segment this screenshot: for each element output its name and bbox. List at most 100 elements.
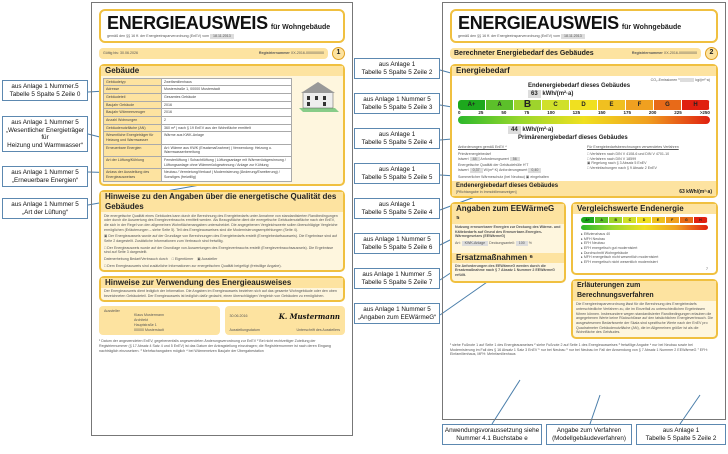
row-extra-text: nach § 19 EnEV aus der Wohnfläche ermitt…: [178, 125, 251, 130]
section-usage: Hinweise zur Verwendung des Energieauswe…: [99, 276, 345, 302]
scale-tick: 225: [674, 110, 682, 116]
valid-label: Gültig bis:: [103, 50, 119, 55]
co2-label: CO₂-Emissionen ³: [650, 77, 680, 82]
table-row: Wesentliche Energieträger für Heizung un…: [103, 131, 292, 145]
row-label: Baujahr Wärmeerzeuger: [103, 108, 162, 118]
section-notes: Hinweise zu den Angaben über die energet…: [99, 189, 345, 273]
check-consumption[interactable]: Der Energieausweis wurde auf der Grundla…: [104, 245, 334, 255]
final-energy-sub: [Pflichtangabe in Immobilienanzeigen]: [456, 190, 517, 195]
class-Aplus: A+: [458, 100, 486, 111]
compare-item: ▸ EFH Neubau: [581, 241, 605, 246]
eew-art-value: KWK-Anlage: [461, 241, 489, 246]
callout-line: Tabelle 5 Spalte 5 Zeile 5: [361, 173, 433, 181]
callout-line: aus Anlage 1: [378, 131, 416, 138]
primary-req-label: Primärenergiebedarf: [458, 152, 491, 157]
class-D: D: [637, 217, 652, 224]
compare-item: ▸ MFH energetisch nicht wesentlich moder…: [581, 255, 659, 260]
annotation-callout: Angabe zum Verfahren(Modellgebäudeverfah…: [546, 424, 632, 446]
heat-protection-kept[interactable]: eingehalten: [530, 174, 549, 179]
ersatz-text: Die Anforderungen des EEWärmeG werden du…: [455, 263, 555, 278]
eew-share-value: 100: [515, 241, 528, 246]
explain-heading: Erläuterungen zum Berechnungsverfahren: [573, 281, 716, 302]
compare-item: ▸ EFH energetisch gut modernisiert: [581, 246, 638, 251]
reg-label: Registriernummer: [258, 50, 290, 55]
req-label: Anforderungswert: [480, 156, 509, 161]
primary-energy-label: Primärenergiebedarf dieses Gebäudes: [518, 135, 628, 142]
callout-line: (Modellgebäudeverfahren): [552, 434, 626, 442]
issuer-option[interactable]: Aussteller: [201, 257, 218, 262]
scale-tick: 25: [478, 110, 484, 116]
owner-option[interactable]: Eigentümer: [174, 257, 194, 262]
callout-line: aus Anlage 1 Nummer 5: [363, 306, 431, 313]
compare-item: ▸ Effizienzhaus 40: [581, 232, 611, 237]
annotation-callout: aus Anlage 1 Nummer 5„Wesentlicher Energ…: [2, 116, 88, 153]
class-G: G: [654, 100, 682, 111]
section-usage-heading: Hinweise zur Verwendung des Energieauswe…: [101, 278, 343, 289]
compare-item: ▸ EFH energetisch nicht wesentlich moder…: [581, 260, 658, 265]
usage-text: Der Energieausweis dient lediglich der I…: [104, 289, 337, 299]
scale-tick: 75: [524, 110, 530, 116]
compare-item: ▸ Durchschnitt Wohngebäude: [581, 250, 629, 255]
class-A: A: [486, 100, 514, 111]
method-4108[interactable]: Verfahren nach DIN V 4108-6 und DIN V 47…: [590, 152, 670, 157]
method-3-5[interactable]: Regelung nach § 3 Absatz 5 EnEV: [591, 161, 647, 166]
scale-tick: >250: [699, 110, 710, 116]
callout-line: Tabelle 5 Spalte 5 Zeile 0: [9, 90, 81, 98]
scale-tick: 50: [501, 110, 507, 116]
class-F: F: [626, 100, 654, 111]
issue-date: 30.06.2016: [229, 314, 248, 319]
check-demand[interactable]: Der Energieausweis wurde auf der Grundla…: [104, 234, 337, 244]
callout-line: aus Anlage 1 Nummer 5: [363, 236, 431, 243]
reg-value-2: XX-2016-000000000: [663, 50, 697, 55]
table-row: Anlass der Ausstellung des Energieauswei…: [103, 168, 292, 182]
method-18599[interactable]: Verfahren nach DIN V 18599: [590, 156, 637, 161]
issuer-line: Hauptstraße 1: [134, 322, 157, 327]
page2-heading: Berechneter Energiebedarf des Gebäudes: [454, 49, 594, 57]
check-additional[interactable]: Dem Energieausweis sind zusätzliche Info…: [107, 263, 282, 268]
row-value: 2016: [161, 108, 292, 118]
callout-line: aus Anlage 1 Nummer.5: [11, 83, 79, 90]
row-value: 2016: [161, 100, 292, 110]
issuer-label: Aussteller: [104, 308, 120, 313]
callout-line: Anwendungsvoraussetzung siehe: [444, 427, 540, 434]
footnotes-page2: ¹ siehe Fußnote 1 auf Seite 1 des Energi…: [450, 343, 708, 357]
class-A: A: [595, 217, 610, 224]
row-value: Art: Wärme aus KWK (Ersatzmaßnahme) | Ve…: [161, 143, 292, 158]
row-value-text: 2016: [164, 102, 172, 107]
end-energy-label: Endenergiebedarf dieses Gebäudes: [528, 83, 631, 90]
issuer-line: 00000 Musterstadt: [134, 327, 164, 332]
req-shell: 0,40: [528, 168, 542, 173]
row-value-text: Musterstraße 1, 00000 Musterstadt: [164, 87, 220, 92]
ersatz-heading: Ersatzmaßnahmen ⁶: [452, 252, 564, 263]
eew-heading: Angaben zum EEWärmeG ⁵: [452, 204, 564, 225]
final-energy-bar: Endenergiebedarf dieses Gebäudes [Pflich…: [452, 181, 716, 197]
row-label: Adresse: [103, 85, 162, 94]
callout-line: Tabelle 5 Spalte 5 Zeile 2: [645, 434, 717, 442]
subtitle-2: gemäß den §§ 16 ff. der Energieeinsparve…: [458, 34, 561, 38]
class-E: E: [598, 100, 626, 111]
callout-line: aus Anlage 1 Nummer 5: [11, 169, 79, 176]
method-9-2[interactable]: Vereinfachungen nach § 9 Absatz 2 EnEV: [590, 166, 657, 171]
house-icon: [299, 81, 339, 112]
class-C: C: [623, 217, 638, 224]
callout-line: aus Anlage 1: [662, 427, 700, 434]
callout-line: Tabelle 5 Spalte 5 Zeile 3: [361, 103, 433, 111]
row-value-text: Gesamtes Gebäude: [164, 95, 197, 100]
final-energy-heading: Endenergiebedarf dieses Gebäudes: [456, 183, 559, 190]
row-label: Wesentliche Energieträger für Heizung un…: [103, 131, 162, 145]
pct: %: [528, 241, 532, 246]
compare-label: MFH energetisch nicht wesentlich moderni…: [583, 255, 659, 260]
section-building-heading: Gebäude: [101, 65, 343, 76]
istwert-label-2: Istwert: [458, 168, 469, 173]
callout-line: Tabelle 5 Spalte 5 Zeile 7: [361, 278, 433, 286]
